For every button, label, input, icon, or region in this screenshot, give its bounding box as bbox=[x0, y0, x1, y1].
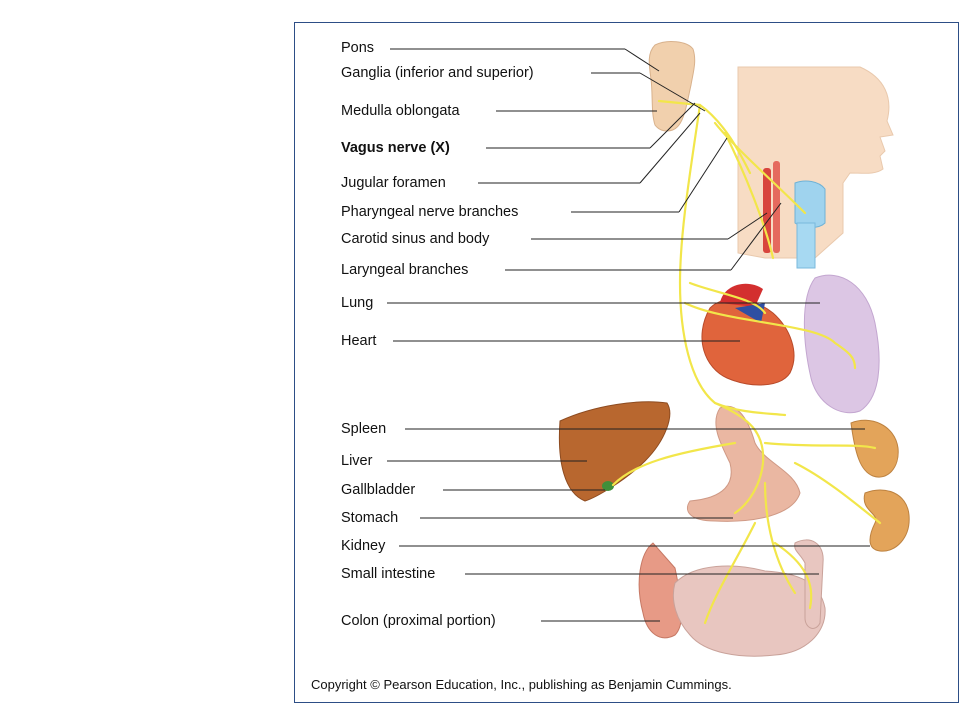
label-spleen: Spleen bbox=[341, 421, 387, 437]
label-ganglia: Ganglia (inferior and superior) bbox=[341, 65, 534, 81]
leader-lines bbox=[387, 48, 870, 622]
label-colon: Colon (proximal portion) bbox=[341, 613, 496, 629]
brainstem bbox=[648, 41, 696, 132]
kidney-shape bbox=[863, 489, 910, 552]
lung-shape bbox=[803, 274, 880, 414]
label-pons: Pons bbox=[341, 40, 375, 56]
label-gallbladder: Gallbladder bbox=[341, 482, 416, 498]
label-vagus-nerve: Vagus nerve (X) bbox=[341, 140, 450, 156]
label-small-intestine: Small intestine bbox=[341, 566, 436, 582]
aorta bbox=[720, 283, 763, 307]
vagus-nerve-paths bbox=[611, 99, 882, 625]
label-pharyngeal-nerve-branches: Pharyngeal nerve branches bbox=[341, 204, 519, 220]
carotid-artery bbox=[763, 168, 771, 253]
label-heart: Heart bbox=[341, 333, 377, 349]
label-jugular-foramen: Jugular foramen bbox=[341, 175, 446, 191]
label-stomach: Stomach bbox=[341, 510, 399, 526]
copyright-notice: Copyright © Pearson Education, Inc., pub… bbox=[311, 677, 732, 692]
label-medulla-oblongata: Medulla oblongata bbox=[341, 103, 460, 119]
liver-shape bbox=[558, 401, 671, 502]
label-lung: Lung bbox=[341, 295, 374, 311]
small-intestine-shape bbox=[672, 565, 826, 657]
pulmonary-trunk bbox=[735, 303, 765, 323]
gallbladder-shape bbox=[602, 481, 614, 491]
larynx bbox=[794, 180, 826, 228]
label-carotid-sinus-and-body: Carotid sinus and body bbox=[341, 231, 490, 247]
vagus-nerve-figure: Pons Ganglia (inferior and superior) Med… bbox=[294, 22, 959, 703]
anatomy-illustration bbox=[387, 41, 910, 657]
label-laryngeal-branches: Laryngeal branches bbox=[341, 262, 469, 278]
jugular-vein bbox=[773, 161, 780, 253]
label-liver: Liver bbox=[341, 453, 373, 469]
trachea bbox=[796, 222, 816, 269]
label-kidney: Kidney bbox=[341, 538, 386, 554]
stomach-shape bbox=[686, 405, 801, 522]
